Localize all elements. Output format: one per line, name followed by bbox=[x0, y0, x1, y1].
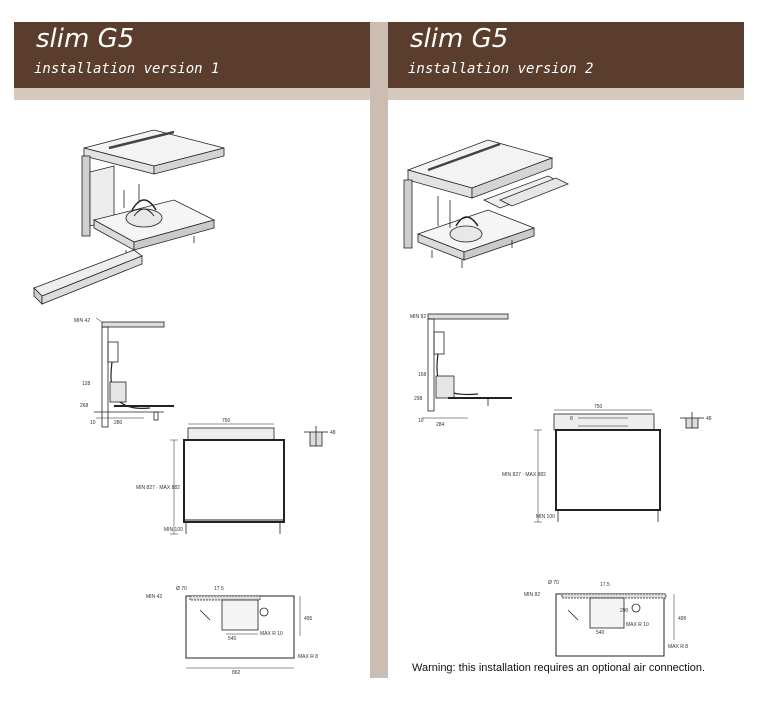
dim-plan-r2: MAX R 8 bbox=[668, 644, 688, 650]
dim-plan-radius: Ø 70 bbox=[548, 580, 559, 586]
front-view-drawing bbox=[534, 409, 661, 523]
panel-subtitle: installation version 1 bbox=[34, 61, 220, 77]
dim-side-mid: 128 bbox=[82, 381, 91, 387]
dim-front-mark: 8 bbox=[570, 416, 573, 422]
dim-front-left: MIN 827 · MAX 882 bbox=[136, 485, 180, 491]
installation-panel-2: slim G5 installation version 2 bbox=[388, 22, 744, 678]
panel-title: slim G5 bbox=[410, 24, 509, 54]
dim-plan-side: 495 bbox=[678, 616, 687, 622]
installation-drawings: MIN 82 168 298 10 284 750 8 MIN 827 · MA… bbox=[403, 139, 712, 657]
dim-plan-left: MIN 82 bbox=[524, 592, 540, 598]
detail-drawing bbox=[304, 426, 328, 447]
installation-panel-1: slim G5 installation version 1 bbox=[14, 22, 370, 678]
dim-side-low: 298 bbox=[414, 396, 423, 402]
dim-front-bottom: MIN 100 bbox=[164, 527, 183, 533]
side-view-drawing bbox=[422, 313, 512, 419]
dim-plan-r: MAX R 10 bbox=[626, 622, 649, 628]
dim-front-top: 750 bbox=[594, 404, 603, 410]
dim-side-top: MIN 42 bbox=[74, 318, 90, 324]
front-view-drawing bbox=[170, 423, 285, 535]
panel-title: slim G5 bbox=[36, 24, 135, 54]
dim-detail: 48 bbox=[330, 430, 336, 436]
dim-plan-left: MIN 42 bbox=[146, 594, 162, 600]
dim-side-base: 10 bbox=[90, 420, 96, 426]
dim-plan-mid: 540 bbox=[596, 630, 605, 636]
isometric-drawing bbox=[33, 129, 225, 305]
dim-side-bottom: 284 bbox=[436, 422, 445, 428]
side-view-drawing bbox=[94, 317, 174, 428]
installation-drawings: MIN 42 128 268 10 280 750 MIN 827 · MAX … bbox=[33, 129, 336, 676]
dim-plan-side: 495 bbox=[304, 616, 313, 622]
dim-side-top: MIN 82 bbox=[410, 314, 426, 320]
dim-front-bottom: MIN 100 bbox=[536, 514, 555, 520]
plan-view-drawing bbox=[555, 593, 675, 657]
dim-front-left: MIN 827 · MAX 882 bbox=[502, 472, 546, 478]
dim-plan-bottom: 862 bbox=[232, 670, 241, 676]
dim-side-bottom: 280 bbox=[114, 420, 123, 426]
dim-side-mid: 168 bbox=[418, 372, 427, 378]
isometric-drawing bbox=[403, 139, 569, 268]
dim-front-top: 750 bbox=[222, 418, 231, 424]
panel-header: slim G5 installation version 2 bbox=[388, 22, 744, 88]
dim-side-low: 268 bbox=[80, 403, 89, 409]
dim-plan-r: MAX R 10 bbox=[260, 631, 283, 637]
page-divider bbox=[370, 22, 388, 678]
dim-plan-h: 290 bbox=[620, 608, 629, 614]
dim-detail: 48 bbox=[706, 416, 712, 422]
air-connection-warning: Warning: this installation requires an o… bbox=[412, 662, 706, 674]
header-band bbox=[388, 88, 744, 100]
dim-plan-radius: Ø 70 bbox=[176, 586, 187, 592]
header-band bbox=[14, 88, 370, 100]
plan-view-drawing bbox=[185, 595, 301, 669]
dim-side-base: 10 bbox=[418, 418, 424, 424]
panel-header: slim G5 installation version 1 bbox=[14, 22, 370, 88]
dim-plan-mid: 540 bbox=[228, 636, 237, 642]
panel-subtitle: installation version 2 bbox=[408, 61, 594, 77]
detail-drawing bbox=[680, 412, 704, 429]
dim-plan-r2: MAX R 8 bbox=[298, 654, 318, 660]
dim-plan-top: 17.5 bbox=[600, 582, 610, 588]
dim-plan-top: 17.5 bbox=[214, 586, 224, 592]
